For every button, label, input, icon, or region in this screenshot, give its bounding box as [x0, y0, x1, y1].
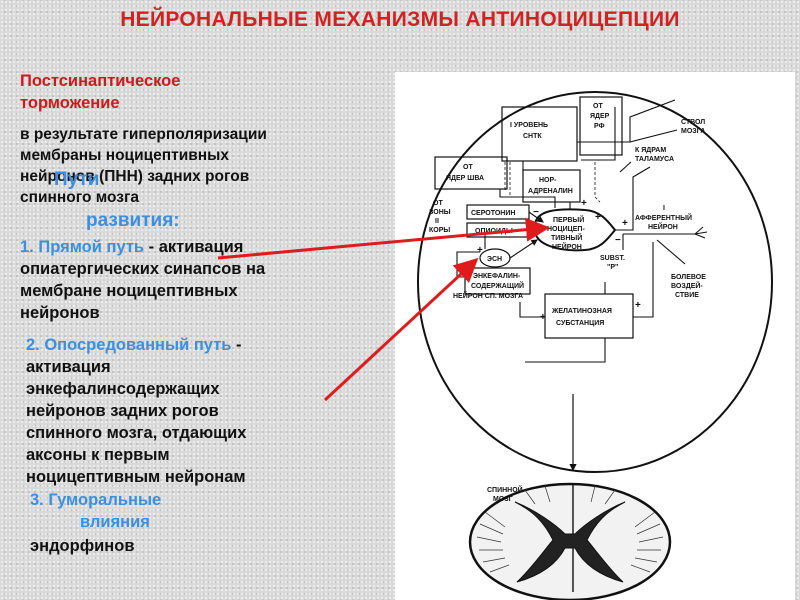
plus-sign: +	[540, 312, 546, 323]
raphe-label: ОТ	[463, 164, 473, 171]
level1-label: I УРОВЕНЬ	[510, 122, 548, 129]
path1-title: 1. Прямой путь	[20, 238, 145, 256]
path2-title: 2. Опосредованный путь	[26, 336, 232, 354]
enkephalin-label: ЭНКЕФАЛИН-	[473, 273, 521, 280]
cortex-label: КОРЫ	[429, 227, 450, 234]
serotonin-label: СЕРОТОНИН	[471, 210, 515, 217]
path1-text: 1. Прямой путь - активация опиатергическ…	[20, 238, 266, 322]
raphe-label: ЯДЕР ШВА	[446, 175, 484, 182]
cortex-label: ОТ	[433, 200, 443, 207]
path3-text: эндорфинов	[30, 537, 135, 555]
thalamus-label: ТАЛАМУСА	[635, 156, 674, 163]
spinal-cord-label: СПИННОЙ	[487, 485, 523, 494]
spinal-cord-section	[468, 482, 672, 600]
plus-sign: +	[595, 212, 601, 223]
paths-heading-word1: Пути	[54, 169, 100, 190]
afferent-label: НЕЙРОН	[648, 222, 678, 231]
enkephalin-label: СОДЕРЖАЩИЙ	[471, 281, 524, 290]
first-neuron-label: НЕЙРОН	[552, 242, 582, 251]
rf-label: ОТ	[593, 103, 603, 110]
plus-sign: +	[635, 300, 641, 311]
direct-path-arrow	[217, 217, 550, 260]
path2-text: 2. Опосредованный путь - активация энкеф…	[26, 336, 247, 486]
indirect-path-arrow	[323, 257, 479, 402]
level1-label: СНТК	[523, 133, 542, 140]
neuron-spinal-label: НЕЙРОН СП. МОЗГА	[453, 291, 523, 300]
first-neuron-shape	[534, 208, 617, 252]
cortex-label: ЗОНЫ	[429, 209, 451, 216]
gelatinous-box	[544, 293, 634, 339]
brainstem-label: МОЗГА	[681, 128, 705, 135]
minus-sign: −	[533, 207, 539, 218]
raphe-box	[434, 156, 508, 190]
esn-label: ЭСН	[487, 256, 502, 263]
brainstem-label: СТВОЛ	[681, 119, 705, 126]
noradrenaline-label: НОР-	[539, 177, 557, 184]
thalamus-label: К ЯДРАМ	[635, 147, 666, 154]
page-title: НЕЙРОНАЛЬНЫЕ МЕХАНИЗМЫ АНТИНОЦИЦЕПЦИИ	[120, 8, 680, 31]
minus-sign: −	[615, 235, 621, 246]
neural-diagram: I УРОВЕНЬ СНТК ОТ ЯДЕР РФ ОТ ЯДЕР ШВА НО…	[417, 91, 773, 600]
rf-label: РФ	[594, 123, 605, 130]
rf-label: ЯДЕР	[590, 113, 610, 120]
pain-label: ВОЗДЕЙ-	[671, 281, 703, 290]
postsynaptic-heading: Постсинаптическое торможение	[20, 72, 181, 112]
first-neuron-label: ТИВНЫЙ	[551, 233, 582, 242]
noradrenaline-box	[522, 169, 581, 203]
spinal-cord-label: МОЗГ	[493, 496, 513, 503]
afferent-label: I	[663, 205, 665, 212]
gelatinous-label: СУБСТАНЦИЯ	[556, 320, 604, 327]
plus-sign: +	[581, 198, 587, 209]
pain-label: СТВИЕ	[675, 292, 699, 299]
gelatinous-label: ЖЕЛАТИНОЗНАЯ	[551, 308, 612, 315]
afferent-label: АФФЕРЕНТНЫЙ	[635, 213, 692, 222]
level1-box	[501, 106, 578, 162]
noradrenaline-label: АДРЕНАЛИН	[528, 188, 573, 195]
cortex-label: II	[435, 218, 439, 225]
first-neuron-label: ПЕРВЫЙ	[553, 215, 584, 224]
subst-p-label: SUBST.	[600, 255, 625, 262]
plus-sign: +	[622, 218, 628, 229]
first-neuron-label: НОЦИЦЕП-	[547, 226, 585, 233]
rf-box	[579, 96, 623, 156]
diagram-panel: I УРОВЕНЬ СНТК ОТ ЯДЕР РФ ОТ ЯДЕР ШВА НО…	[395, 72, 795, 600]
brain-circle	[417, 91, 773, 473]
subst-p-label: "P"	[607, 264, 618, 271]
plus-sign: +	[477, 245, 483, 256]
paths-heading-word2: развития:	[86, 210, 180, 231]
pain-label: БОЛЕВОЕ	[671, 274, 706, 281]
path3-title-line2: влияния	[80, 513, 150, 531]
path3-title: 3. Гуморальные	[30, 491, 162, 509]
dashed-lines	[504, 162, 601, 203]
description-text: в результате гиперполяризации мембраны н…	[20, 126, 267, 206]
